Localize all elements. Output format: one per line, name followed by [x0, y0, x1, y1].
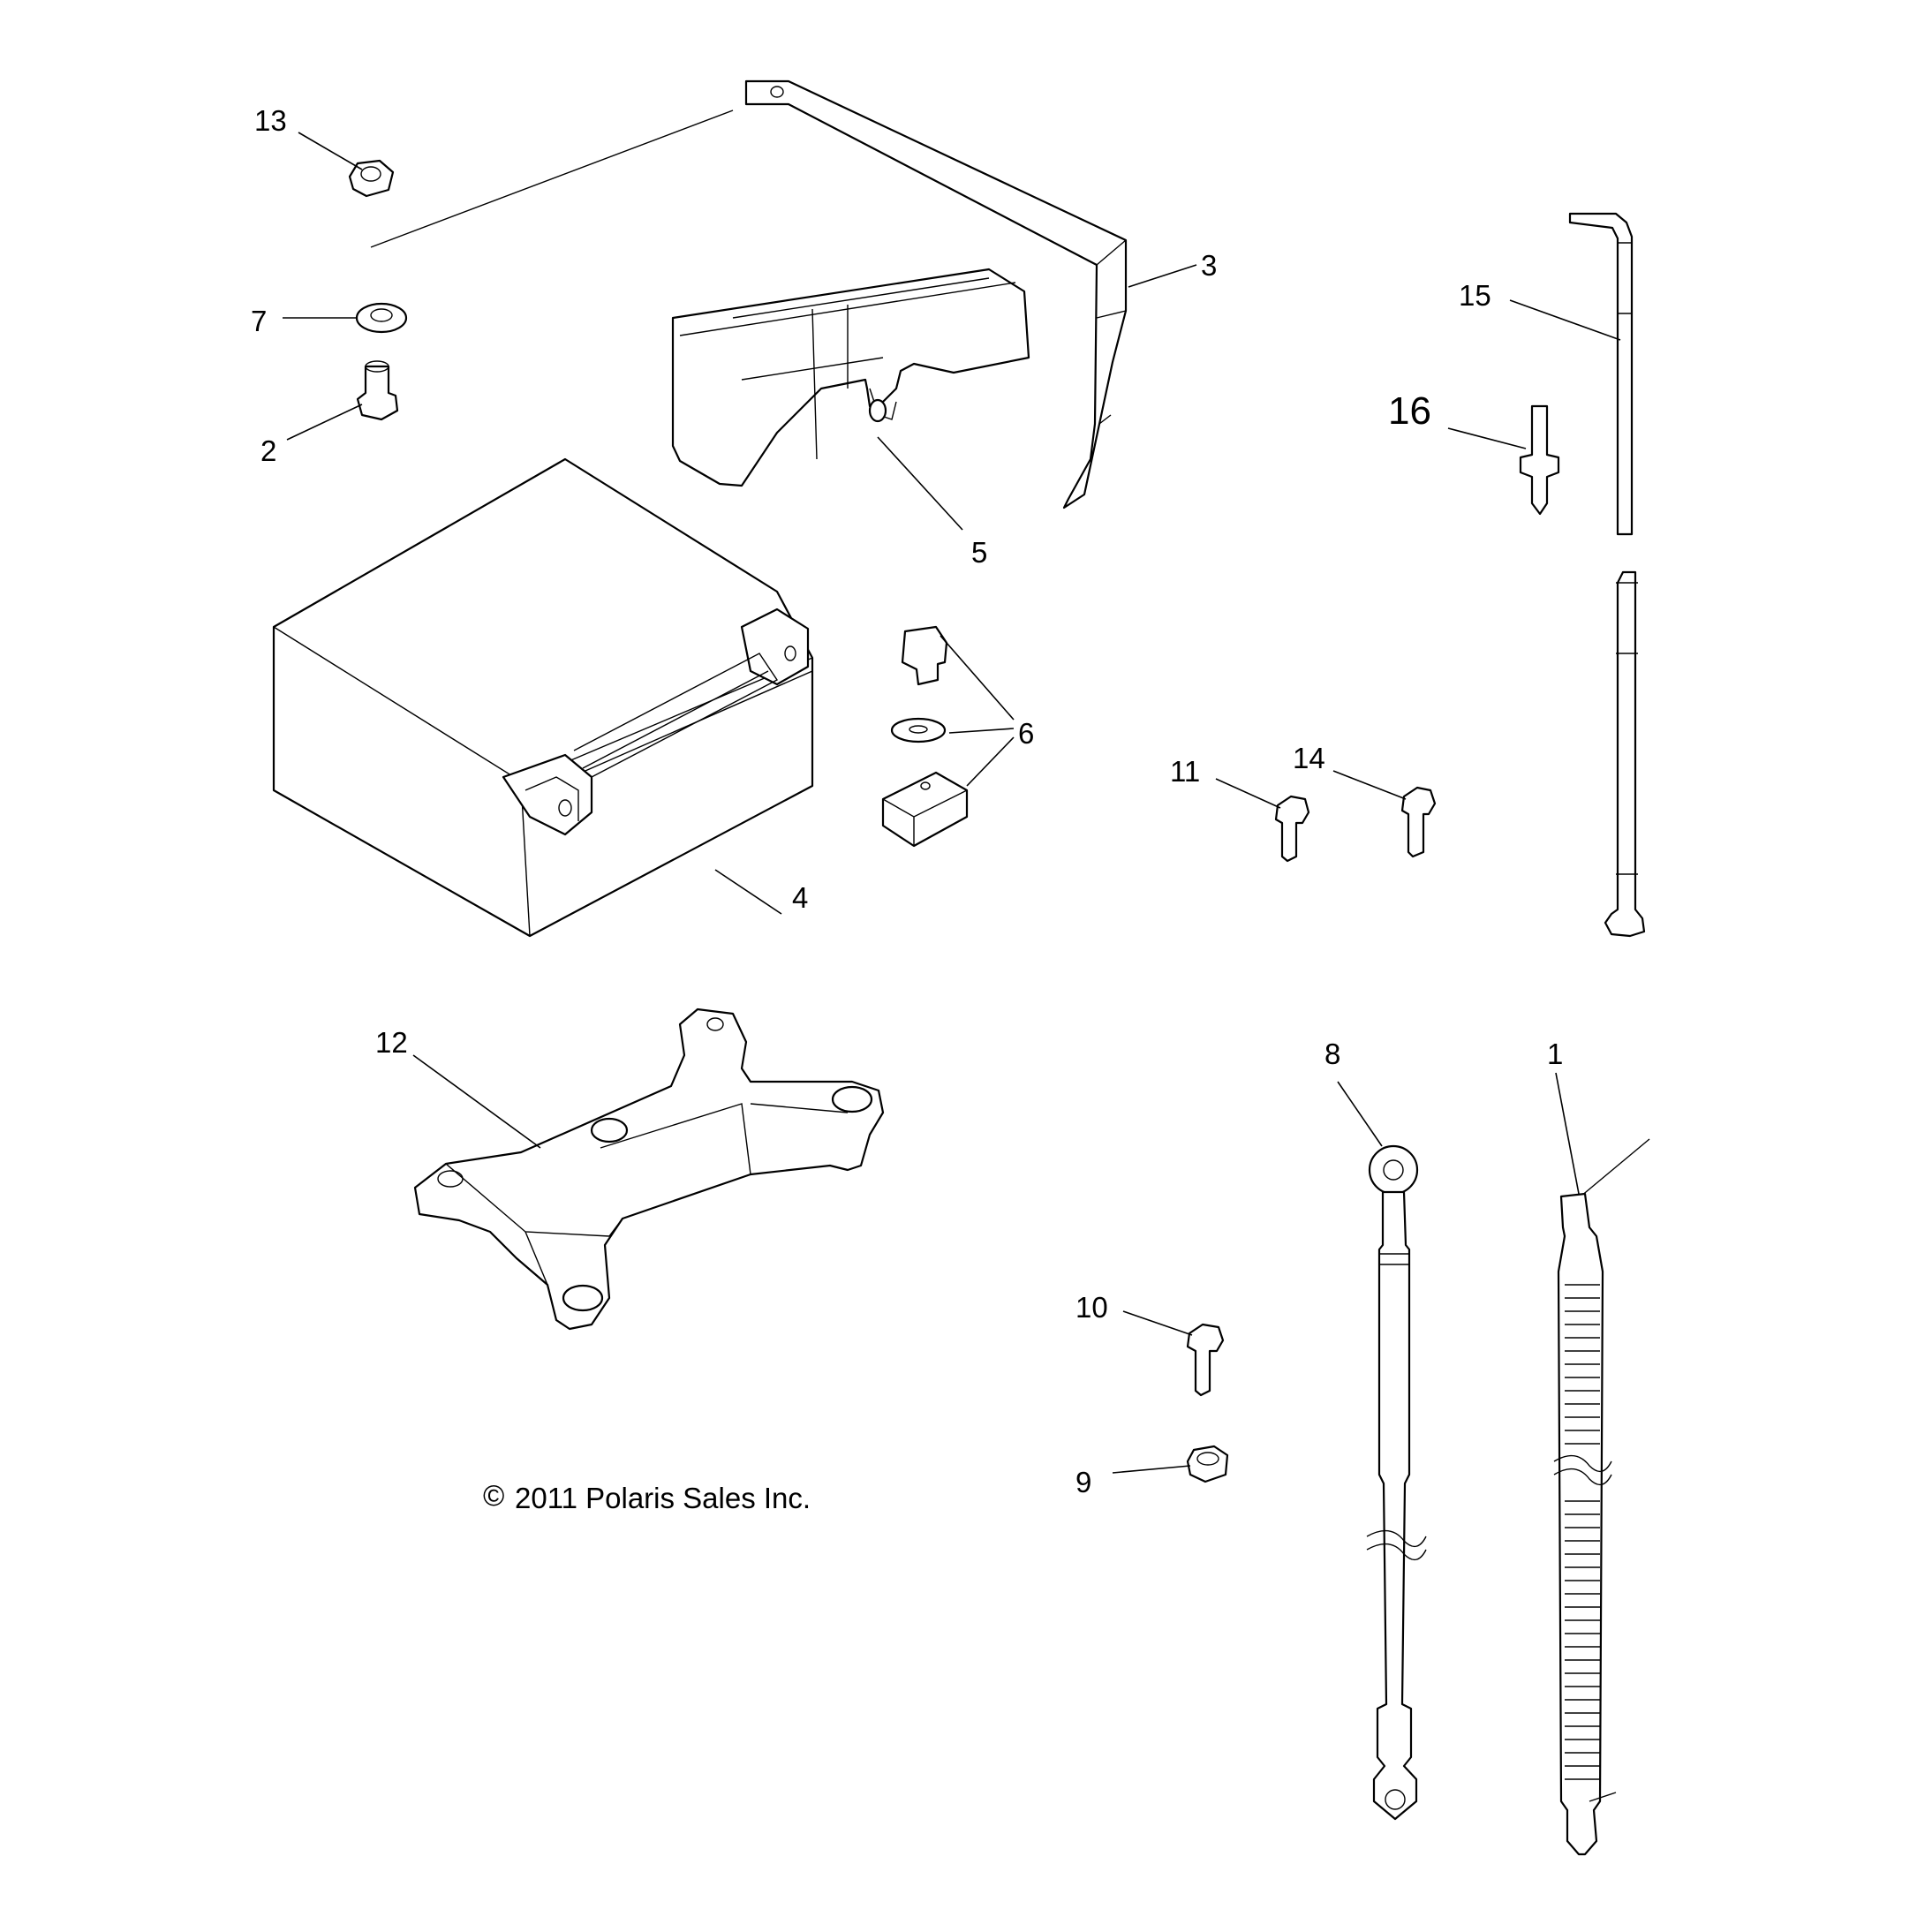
part-9-nut — [1186, 1445, 1229, 1483]
callout-16: 16 — [1388, 389, 1431, 433]
callout-7: 7 — [251, 305, 267, 337]
callout-1: 1 — [1547, 1038, 1563, 1070]
callout-11: 11 — [1170, 755, 1200, 788]
callout-9: 9 — [1075, 1466, 1091, 1498]
callout-10: 10 — [1075, 1291, 1108, 1324]
part-7-washer — [355, 302, 408, 334]
callout-15: 15 — [1459, 279, 1491, 312]
part-5-strap-pad — [671, 268, 1030, 487]
copyright-notice: © 2011 Polaris Sales Inc. — [483, 1479, 811, 1514]
callout-2: 2 — [260, 434, 276, 467]
callout-4: 4 — [792, 881, 808, 914]
copyright-text: 2011 Polaris Sales Inc. — [515, 1482, 811, 1514]
part-14-bolt — [1400, 786, 1437, 858]
part-12-battery-tray — [413, 1008, 885, 1331]
part-15-cable — [1568, 212, 1646, 938]
part-16-push-pin — [1519, 404, 1560, 516]
part-10-bolt — [1186, 1323, 1225, 1397]
callout-12: 12 — [375, 1026, 408, 1059]
callout-13: 13 — [254, 104, 287, 137]
part-6-terminal-hardware — [881, 625, 969, 848]
callout-labels: 13 7 2 3 5 15 16 6 11 14 4 12 8 1 10 9 — [251, 104, 1563, 1498]
part-11-bolt — [1274, 795, 1310, 863]
callout-8: 8 — [1324, 1038, 1340, 1070]
part-8-ground-cable — [1366, 1144, 1427, 1821]
callout-6: 6 — [1018, 717, 1034, 750]
part-2-bolt — [356, 360, 399, 421]
part-1-positive-cable — [1553, 1138, 1650, 1856]
callout-3: 3 — [1201, 249, 1217, 282]
leader-lines — [283, 132, 1621, 1474]
part-13-nut — [348, 159, 395, 198]
callout-5: 5 — [971, 536, 987, 569]
callout-14: 14 — [1293, 742, 1325, 774]
part-3-hold-down-strap — [370, 79, 1128, 509]
part-4-battery — [272, 457, 814, 938]
copyright-symbol: © — [483, 1479, 504, 1512]
